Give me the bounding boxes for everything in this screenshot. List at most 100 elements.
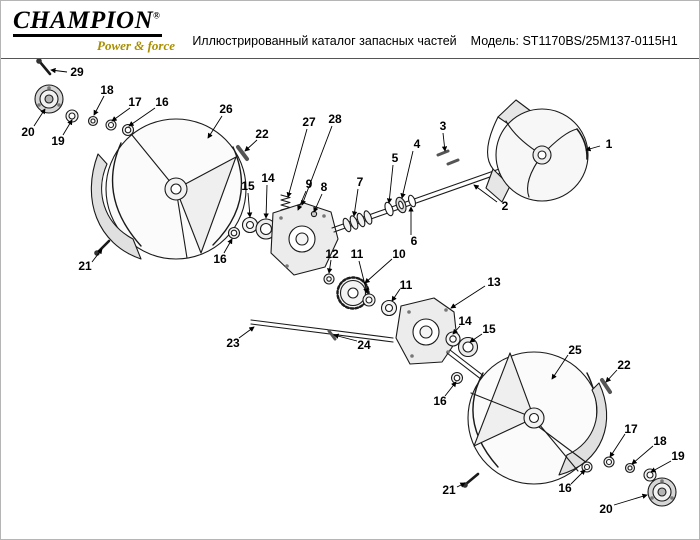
part-number-label: 9	[306, 177, 313, 191]
part-number-label: 5	[392, 151, 399, 165]
callout-17: 17	[609, 422, 638, 458]
callout-16: 16	[558, 469, 586, 495]
callout-leader-line	[613, 493, 648, 506]
callout-10: 10	[364, 247, 406, 284]
callout-22: 22	[605, 358, 631, 383]
cotter-pins-3	[436, 149, 460, 166]
worm-gear-7	[342, 210, 373, 233]
bushing-16	[121, 123, 135, 137]
part-number-label: 16	[155, 95, 169, 109]
auger-gearbox-9	[270, 202, 339, 276]
part-number-label: 11	[351, 247, 364, 261]
callout-24: 24	[333, 333, 371, 352]
washer-17	[105, 119, 117, 131]
left-auger-impeller-26	[90, 118, 247, 260]
part-number-label: 22	[617, 358, 631, 372]
part-number-label: 14	[261, 171, 275, 185]
part-number-label: 7	[357, 175, 364, 189]
part-number-label: 29	[70, 65, 84, 79]
callout-leader-line	[244, 139, 258, 152]
brand-logo: CHAMPION® Power & force	[13, 8, 181, 54]
part-number-label: 24	[357, 338, 371, 352]
hub-cap-20	[34, 84, 64, 114]
page-title: Иллюстрированный каталог запасных частей…	[181, 34, 689, 54]
callout-leader-line	[207, 115, 223, 139]
right-wheel-hub-assembly	[462, 426, 677, 507]
bearing-11-right	[380, 299, 398, 317]
callout-leader-line	[91, 248, 103, 263]
callout-16: 16	[433, 381, 457, 408]
bolt-29-head	[36, 58, 42, 64]
callout-8: 8	[313, 180, 328, 213]
callout-15: 15	[241, 179, 255, 218]
part-number-label: 10	[392, 247, 406, 261]
callout-3: 3	[440, 119, 448, 152]
callout-leader-line	[352, 188, 359, 217]
part-number-label: 25	[568, 343, 582, 357]
pin-8	[310, 210, 318, 218]
callout-14: 14	[452, 314, 472, 335]
washer-6	[407, 194, 417, 208]
callout-15: 15	[469, 322, 496, 343]
part-number-label: 18	[100, 83, 114, 97]
callout-23: 23	[226, 326, 255, 350]
callout-20: 20	[599, 493, 648, 516]
callout-25: 25	[551, 343, 582, 380]
part-number-label: 28	[328, 112, 342, 126]
shear-pin-22-lower	[600, 378, 612, 394]
washer-5	[384, 201, 394, 217]
part-number-label: 22	[255, 127, 269, 141]
callout-19: 19	[650, 449, 685, 473]
callout-16: 16	[213, 238, 233, 266]
callout-leader-line	[246, 192, 253, 218]
part-number-label: 16	[558, 481, 572, 495]
callout-leader-line	[605, 369, 618, 383]
bushing-16-right	[581, 461, 593, 473]
callout-22: 22	[244, 127, 269, 152]
callout-12: 12	[325, 247, 339, 274]
callout-9: 9	[297, 177, 313, 211]
callout-leader-line	[297, 190, 307, 211]
callout-leader-line	[469, 333, 483, 343]
part-number-label: 4	[414, 137, 421, 151]
shear-pin-22-upper	[236, 145, 249, 161]
callout-2: 2	[473, 184, 509, 213]
part-number-label: 13	[487, 275, 501, 289]
callout-leader-line	[551, 354, 569, 380]
auger-gearbox-13	[395, 297, 458, 365]
callout-leader-line	[286, 128, 308, 198]
callout-leader-line	[301, 125, 333, 206]
callout-leader-line	[223, 238, 233, 254]
hub-cap-20-right	[647, 477, 677, 507]
carriage-bolt-21-upper	[94, 239, 111, 256]
washer-14-lower	[445, 331, 461, 347]
callout-leader-line	[570, 469, 586, 485]
callout-leader-line	[391, 288, 401, 302]
callout-leader-line	[631, 445, 654, 465]
callout-leader-line	[333, 333, 358, 342]
callout-11: 11	[351, 247, 369, 294]
washer-15-upper	[241, 216, 259, 234]
callout-leader-line	[263, 184, 269, 219]
part-number-label: 6	[411, 234, 418, 248]
part-number-label: 26	[219, 102, 233, 116]
part-number-label: 15	[482, 322, 496, 336]
callout-18: 18	[93, 83, 114, 116]
flange-washer-15-lower	[457, 336, 479, 358]
callout-7: 7	[352, 175, 364, 217]
part-number-label: 21	[442, 483, 456, 497]
callout-leader-line	[609, 433, 626, 458]
part-number-label: 16	[433, 394, 447, 408]
callout-leader-line	[50, 67, 68, 74]
callout-leader-line	[313, 193, 323, 213]
callout-21: 21	[442, 482, 466, 497]
part-number-label: 18	[653, 434, 667, 448]
lower-auger-impeller-25	[467, 351, 608, 485]
part-number-label: 2	[502, 199, 509, 213]
callout-28: 28	[301, 112, 342, 206]
part-number-label: 17	[128, 95, 142, 109]
callout-29: 29	[50, 65, 84, 79]
